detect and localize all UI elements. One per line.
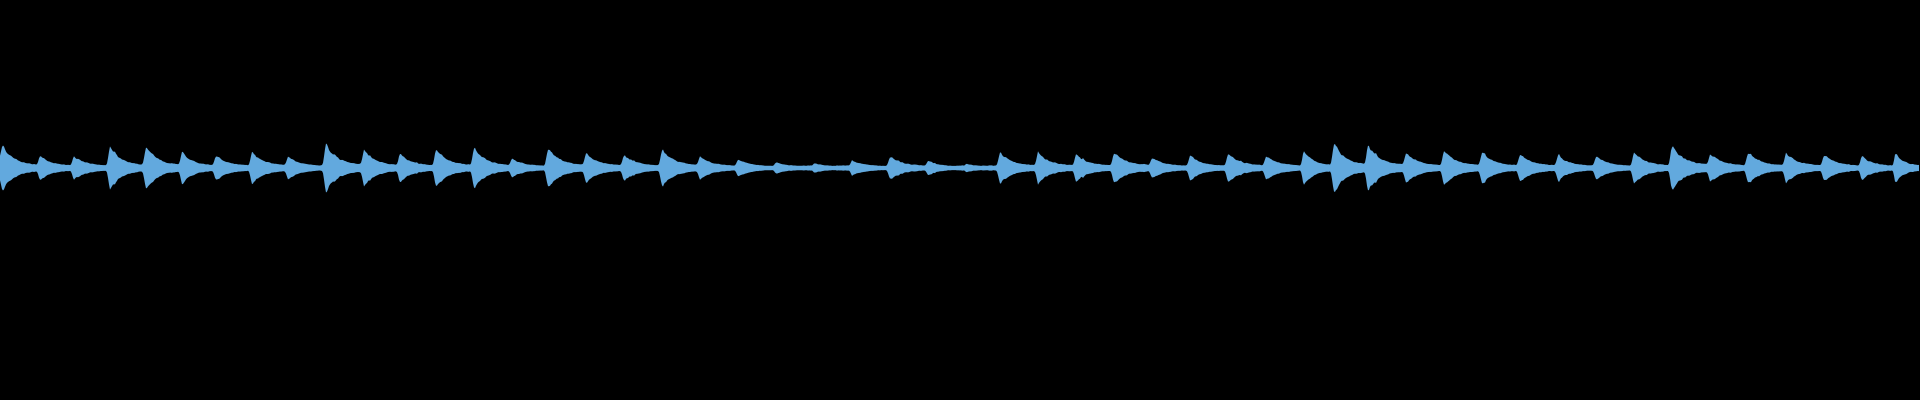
amplitude-envelope-shape bbox=[0, 143, 1919, 193]
